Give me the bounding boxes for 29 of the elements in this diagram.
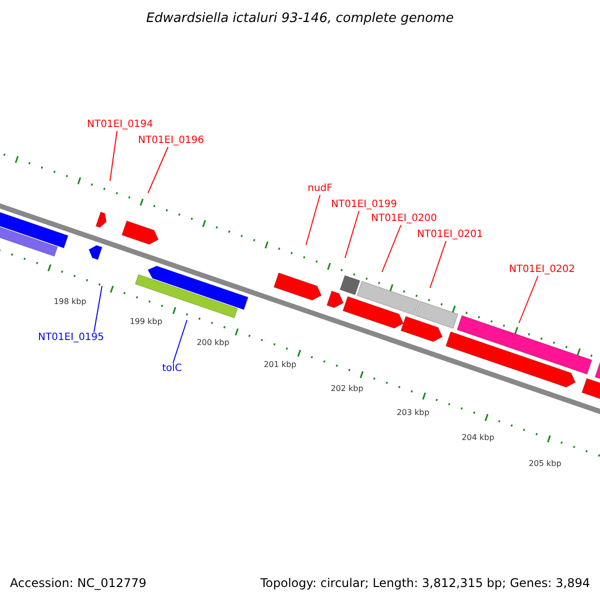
leader-line bbox=[382, 224, 402, 272]
gene-label: NT01EI_0194 bbox=[86, 119, 154, 131]
leader-line bbox=[110, 130, 118, 182]
position-label: 199 kbp bbox=[130, 316, 162, 328]
gene-label: NT01EI_0199 bbox=[330, 199, 398, 211]
position-label: 202 kbp bbox=[330, 383, 364, 395]
genome-info: Topology: circular; Length: 3,812,315 bp; Genes: 3,894 bbox=[260, 575, 590, 592]
position-label: 200 kbp bbox=[196, 337, 230, 349]
gene-label: NT01EI_0195 bbox=[38, 332, 104, 344]
gene-label: NT01EI_0196 bbox=[138, 135, 204, 147]
leader-line bbox=[344, 210, 360, 258]
gene-label: NT01EI_0200 bbox=[370, 213, 438, 225]
position-label: 203 kbp bbox=[396, 407, 430, 419]
gene-label: nudF bbox=[308, 183, 332, 195]
position-label: 205 kbp bbox=[528, 458, 562, 470]
leader-line bbox=[148, 146, 168, 194]
position-label: 201 kbp bbox=[264, 359, 296, 371]
leader-line bbox=[172, 320, 188, 364]
position-label: 198 kbp bbox=[54, 296, 86, 308]
leader-line bbox=[306, 194, 320, 246]
gene-label: NT01EI_0202 bbox=[508, 264, 576, 276]
leader-line bbox=[430, 240, 446, 288]
position-label: 204 kbp bbox=[462, 432, 494, 444]
genome-info: Accession: NC_012779 bbox=[10, 575, 146, 592]
gene-label: tolC bbox=[162, 363, 182, 375]
gene-label: NT01EI_0201 bbox=[416, 229, 484, 241]
title: Edwardsiella ictaluri 93-146, complete genome bbox=[146, 10, 454, 28]
leader-line bbox=[518, 276, 538, 324]
leader-line bbox=[94, 286, 102, 332]
